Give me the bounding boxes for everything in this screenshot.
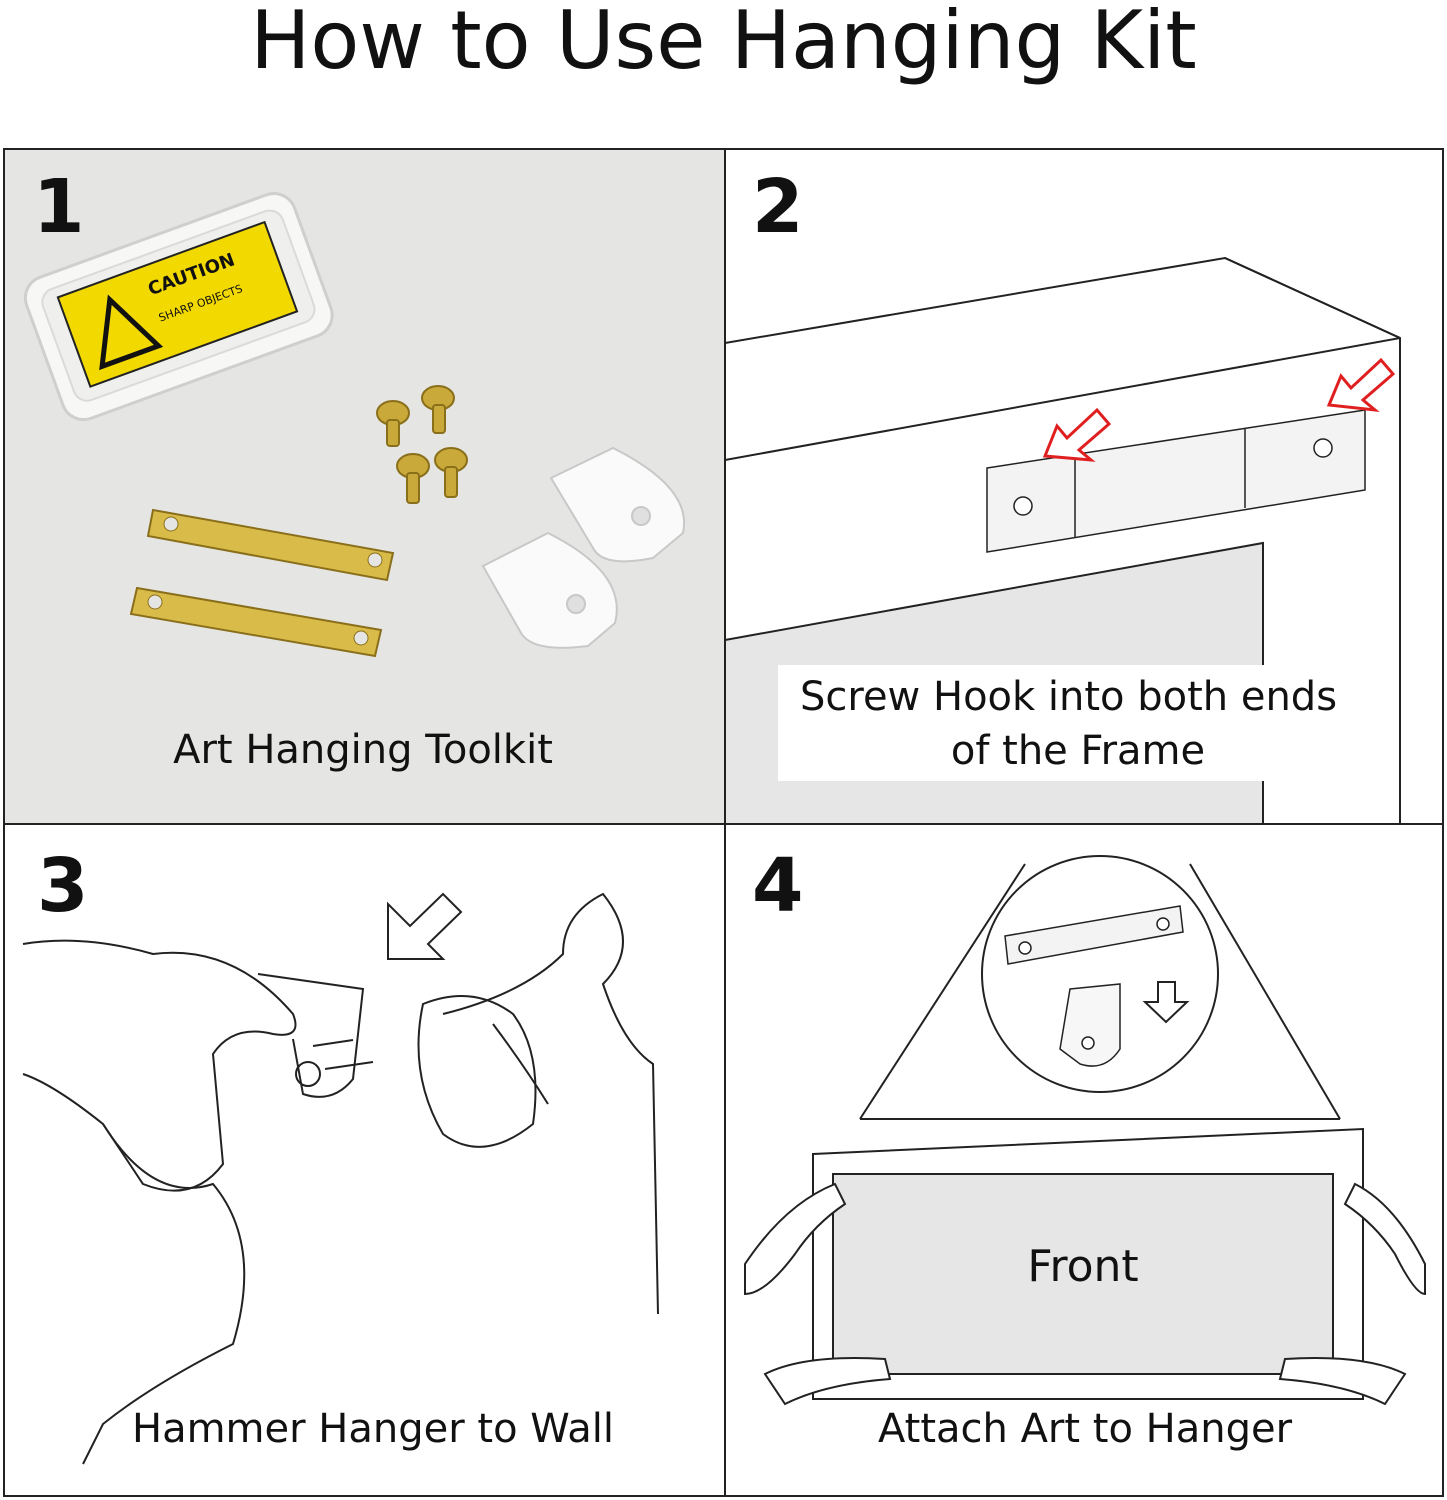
step-2-caption-line2: of the Frame	[950, 728, 1206, 774]
wall-hanger-icon	[1059, 983, 1121, 1067]
sawtooth-hanger-icon	[1004, 905, 1184, 965]
step-number: 2	[752, 164, 804, 250]
screw-icon	[376, 385, 468, 504]
step-number: 1	[33, 164, 85, 250]
sawtooth-hanger-icon	[986, 409, 1366, 553]
step-1-caption: Art Hanging Toolkit	[173, 727, 553, 773]
frame-front-label: Front	[1027, 1241, 1139, 1292]
step-1-panel: CAUTION SHARP OBJECTS 1 Art Hanging Too	[3, 148, 725, 824]
hands-icon	[744, 1182, 1426, 1406]
step-4-caption: Attach Art to Hanger	[877, 1406, 1293, 1452]
arrow-down-icon	[1142, 981, 1190, 1024]
caption-box	[778, 665, 1265, 781]
attach-art-illustration	[744, 855, 1426, 1406]
step-number: 3	[37, 843, 89, 929]
plastic-box-icon: CAUTION SHARP OBJECTS	[23, 192, 334, 422]
step-2-caption-line1: Screw Hook into both ends	[800, 674, 1338, 720]
page-title: How to Use Hanging Kit	[250, 0, 1197, 87]
step-3-caption: Hammer Hanger to Wall	[132, 1406, 614, 1452]
arrow-down-left-icon	[387, 892, 463, 960]
toolkit-illustration: CAUTION SHARP OBJECTS	[23, 192, 686, 658]
step-3-panel: 3 Hammer Hanger to Wall	[3, 824, 725, 1497]
red-arrow-icon	[1042, 357, 1396, 462]
step-2-panel: 2 Screw Hook into both ends of the Frame	[725, 148, 1444, 824]
instruction-grid-border	[3, 148, 1444, 1497]
grid-divider-horizontal	[3, 823, 1444, 825]
step-4-panel: 4 Front Attach Art to Hanger	[725, 824, 1444, 1497]
hammer-hanger-illustration	[22, 892, 659, 1465]
step-number: 4	[752, 843, 804, 929]
sawtooth-hanger-icon	[129, 508, 395, 658]
grid-divider-vertical	[724, 148, 726, 1497]
picture-frame	[812, 1127, 1364, 1400]
wall-hanger-icon	[481, 446, 686, 649]
